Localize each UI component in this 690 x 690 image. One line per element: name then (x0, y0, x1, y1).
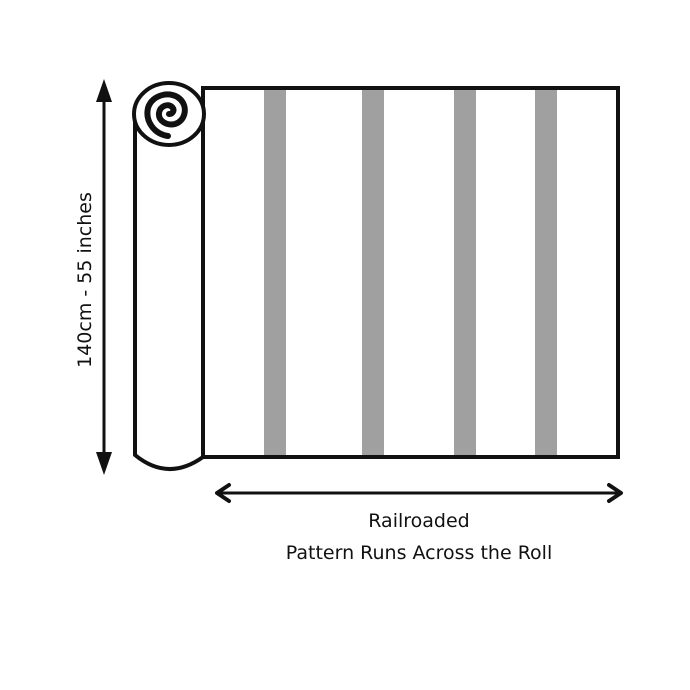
width-direction-arrow (215, 483, 623, 503)
pattern-stripe (535, 90, 557, 455)
arrow-head-right-icon (607, 483, 623, 503)
roll-height-label: 140cm - 55 inches (74, 192, 96, 368)
caption-pattern-direction: Pattern Runs Across the Roll (285, 542, 553, 564)
pattern-stripe (362, 90, 384, 455)
pattern-stripe (264, 90, 286, 455)
pattern-stripes (264, 90, 557, 455)
arrow-head-down-icon (96, 452, 112, 475)
arrow-head-left-icon (215, 483, 231, 503)
arrow-head-up-icon (96, 79, 112, 102)
pattern-stripe (454, 90, 476, 455)
roll-body (133, 118, 205, 471)
height-dimension-arrow (96, 79, 112, 475)
caption-railroaded: Railroaded (368, 510, 470, 532)
fabric-roll (132, 81, 206, 471)
roll-spiral-icon (144, 91, 188, 139)
